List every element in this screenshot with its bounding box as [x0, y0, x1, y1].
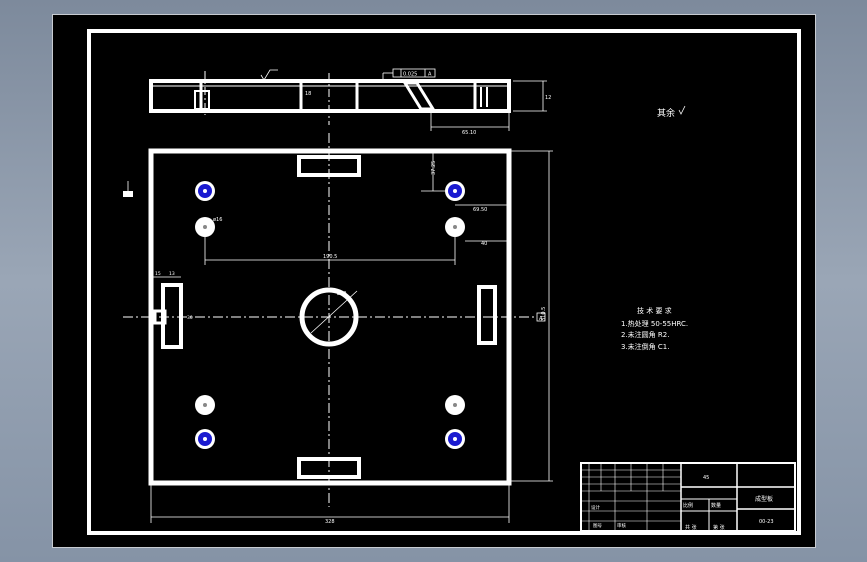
- right-slot: [477, 285, 497, 345]
- dim-left-1: 15: [155, 271, 161, 277]
- tb-part-name: 45: [703, 475, 709, 481]
- tb-cell-c: 比例: [683, 502, 693, 509]
- tech-requirements: 技 术 要 求 1.热处理 50-55HRC. 2.未注圆角 R2. 3.未注倒…: [621, 306, 688, 351]
- dim-overall-width: 328: [325, 519, 335, 525]
- dim-top-right-3: 40: [481, 241, 487, 247]
- scale-note: 其余: [657, 107, 675, 119]
- dim-pin: ø16: [213, 217, 222, 223]
- tech-item-3: 3.未注倒角 C1.: [621, 342, 669, 351]
- top-dim-right: 12: [545, 95, 551, 101]
- dim-overall-height: 310.5: [541, 307, 547, 321]
- hole-br: [445, 429, 465, 449]
- tech-item-2: 2.未注圆角 R2.: [621, 330, 669, 339]
- dim-left-3: 30: [187, 315, 193, 321]
- tb-designer: 设计: [591, 504, 600, 511]
- tb-cell-b: 第 张: [713, 524, 725, 531]
- tech-title: 技 术 要 求: [637, 306, 672, 315]
- hole-bl: [195, 429, 215, 449]
- roughness-mark-top: [260, 69, 278, 81]
- tb-code: 00-23: [759, 519, 774, 525]
- datum-label: A: [539, 316, 543, 322]
- tech-item-1: 1.热处理 50-55HRC.: [621, 319, 688, 328]
- left-slot: [161, 283, 183, 349]
- datum-box-right: [536, 312, 546, 322]
- flatness-datum: A: [428, 72, 432, 78]
- roughness-mark-note: [678, 105, 686, 115]
- bottom-slot: [297, 457, 361, 479]
- tb-cell-d: 数量: [711, 502, 721, 509]
- top-slot: [297, 155, 361, 177]
- center-hole-dim: ø60: [337, 291, 346, 297]
- datum-box-left: [123, 191, 133, 197]
- front-view: ø60 190.5 ø16: [123, 133, 553, 525]
- tb-drawing-no: 成型板: [755, 495, 773, 503]
- dim-top-right-2: 69.50: [473, 207, 487, 213]
- hole-tr: [445, 181, 465, 201]
- center-hole: [299, 287, 359, 347]
- title-block: 45 成型板 比例 数量 共 张 第 张 00-23 设计 审核 图号: [580, 462, 796, 532]
- hole-tl: [195, 181, 215, 201]
- drawing-border: [87, 29, 801, 535]
- dim-top-right-1: 37.25: [431, 161, 437, 175]
- tb-cell-a: 共 张: [685, 524, 697, 531]
- top-dim-left-small: 18: [305, 91, 311, 97]
- dim-left-2: 13: [169, 271, 175, 277]
- flatness-value: 0.025: [403, 72, 417, 78]
- top-view: 65.10 12 18 0.025 A: [149, 68, 551, 136]
- tb-checker: 审核: [617, 522, 626, 529]
- dim-center-span: 190.5: [323, 254, 337, 260]
- cad-viewport[interactable]: 65.10 12 18 0.025 A ø60: [52, 14, 816, 548]
- cad-drawing: 65.10 12 18 0.025 A ø60: [87, 29, 801, 535]
- tb-cell-e: 图号: [593, 523, 602, 529]
- top-dim-bottom: 65.10: [462, 130, 476, 136]
